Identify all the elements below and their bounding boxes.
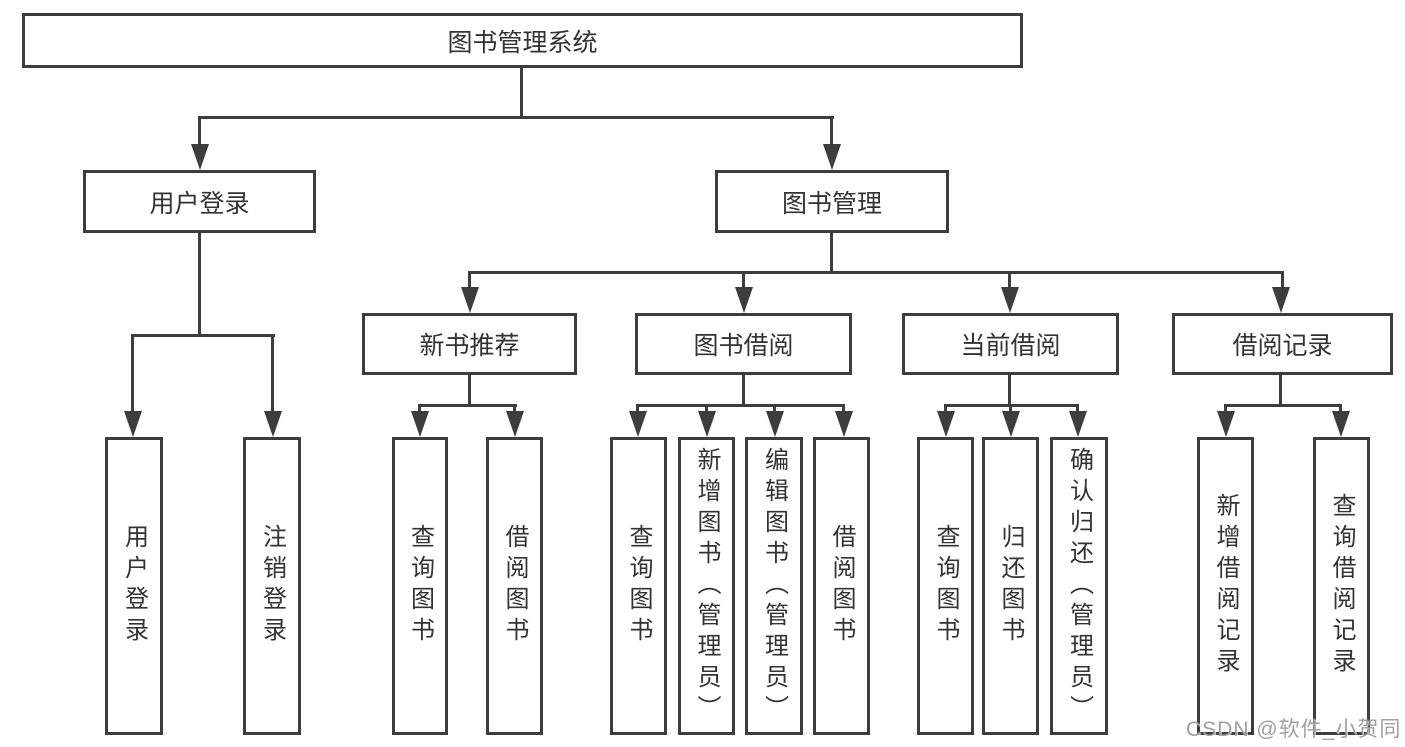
connector-line — [1279, 373, 1282, 407]
node-book-borrowing: 图书借阅 — [635, 313, 852, 375]
connector-line — [131, 334, 134, 414]
leaf-edit-books-admin: 编辑图书（管理员） — [745, 437, 803, 735]
connector-line — [271, 334, 274, 414]
connector-line — [418, 404, 517, 407]
connector-line — [1008, 373, 1011, 407]
connector-line — [198, 231, 201, 337]
arrow-down-icon — [124, 411, 142, 437]
arrow-down-icon — [1002, 411, 1020, 437]
arrow-down-icon — [835, 411, 853, 437]
leaf-query-books-current: 查询图书 — [917, 437, 974, 735]
connector-line — [468, 373, 471, 407]
connector-line — [520, 66, 523, 119]
arrow-down-icon — [766, 411, 784, 437]
connector-line — [1009, 404, 1012, 416]
connector-line — [636, 404, 639, 416]
leaf-confirm-return-admin: 确认归还（管理员） — [1050, 437, 1108, 735]
arrow-down-icon — [506, 411, 524, 437]
node-library-management-system: 图书管理系统 — [22, 13, 1023, 68]
node-current-borrowing: 当前借阅 — [902, 313, 1119, 375]
leaf-add-borrowing-record: 新增借阅记录 — [1197, 437, 1254, 735]
connector-line — [1339, 404, 1342, 416]
arrow-down-icon — [1001, 287, 1019, 313]
connector-line — [513, 404, 516, 416]
arrow-down-icon — [1069, 411, 1087, 437]
arrow-down-icon — [629, 411, 647, 437]
connector-line — [468, 271, 471, 293]
node-borrowing-records: 借阅记录 — [1172, 313, 1393, 375]
arrow-down-icon — [937, 411, 955, 437]
connector-line — [468, 271, 1284, 274]
connector-line — [944, 404, 947, 416]
arrow-down-icon — [1272, 287, 1290, 313]
arrow-down-icon — [735, 287, 753, 313]
arrow-down-icon — [1217, 411, 1235, 437]
connector-line — [1008, 271, 1011, 293]
arrow-down-icon — [411, 411, 429, 437]
leaf-logout: 注销登录 — [243, 437, 301, 735]
connector-line — [842, 404, 845, 416]
connector-line — [742, 271, 745, 293]
arrow-down-icon — [461, 287, 479, 313]
connector-line — [830, 116, 833, 148]
leaf-query-books-recommend: 查询图书 — [392, 437, 448, 735]
leaf-borrow-books-recommend: 借阅图书 — [486, 437, 543, 735]
connector-line — [198, 116, 201, 148]
leaf-return-books: 归还图书 — [982, 437, 1039, 735]
connector-line — [705, 404, 708, 416]
node-book-management: 图书管理 — [715, 170, 949, 233]
watermark: CSDN @软件_小贺同学 — [1186, 718, 1402, 741]
arrow-down-icon — [823, 144, 841, 170]
leaf-query-books-borrowing: 查询图书 — [610, 437, 667, 735]
connector-line — [418, 404, 421, 416]
leaf-add-books-admin: 新增图书（管理员） — [678, 437, 735, 735]
connector-line — [830, 231, 833, 274]
leaf-query-borrowing-record: 查询借阅记录 — [1313, 437, 1370, 735]
leaf-user-login: 用户登录 — [105, 437, 163, 735]
connector-line — [1281, 271, 1284, 293]
connector-line — [198, 116, 834, 119]
connector-line — [1224, 404, 1227, 416]
connector-line — [742, 373, 745, 407]
connector-line — [1224, 404, 1342, 407]
arrow-down-icon — [1332, 411, 1350, 437]
connector-line — [636, 404, 845, 407]
connector-line — [131, 334, 275, 337]
arrow-down-icon — [698, 411, 716, 437]
connector-line — [1076, 404, 1079, 416]
connector-line — [773, 404, 776, 416]
arrow-down-icon — [264, 411, 282, 437]
leaf-borrow-books-borrowing: 借阅图书 — [813, 437, 870, 735]
node-user-login: 用户登录 — [83, 170, 316, 233]
arrow-down-icon — [191, 144, 209, 170]
node-new-book-recommendation: 新书推荐 — [362, 313, 577, 375]
